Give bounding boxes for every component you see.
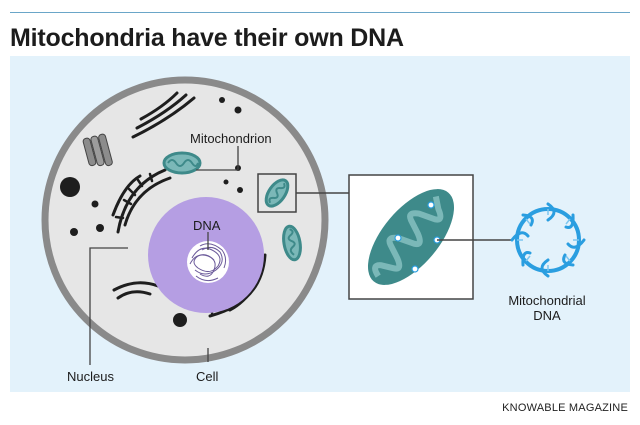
mitochondrion-cell-right [282, 224, 302, 262]
mitochondrial-dna-rings [394, 201, 441, 273]
mitochondrion-cell-boxed [264, 178, 290, 208]
page-title: Mitochondria have their own DNA [10, 24, 404, 52]
mitochondrial-dna-label-line2: DNA [533, 308, 561, 323]
publisher-credit: KNOWABLE MAGAZINE [502, 402, 628, 414]
golgi-apparatus [131, 91, 196, 139]
mitochondrial-dna-circle [510, 202, 586, 278]
vesicles [60, 97, 243, 327]
mitochondrion-cell-top [162, 151, 202, 175]
cell-label: Cell [196, 369, 219, 384]
centriole [82, 133, 113, 167]
nucleus-label: Nucleus [67, 369, 114, 384]
mitochondrion-label: Mitochondrion [190, 131, 272, 146]
dna-label: DNA [193, 218, 221, 233]
mitochondrion-enlarged [367, 189, 455, 285]
mitochondrial-dna-label-line1: Mitochondrial [508, 293, 586, 308]
nuclear-dna [187, 241, 229, 283]
leader-lines [89, 146, 239, 365]
mitochondrial-dna-label: Mitochondrial DNA [495, 293, 599, 323]
top-rule [10, 12, 630, 13]
